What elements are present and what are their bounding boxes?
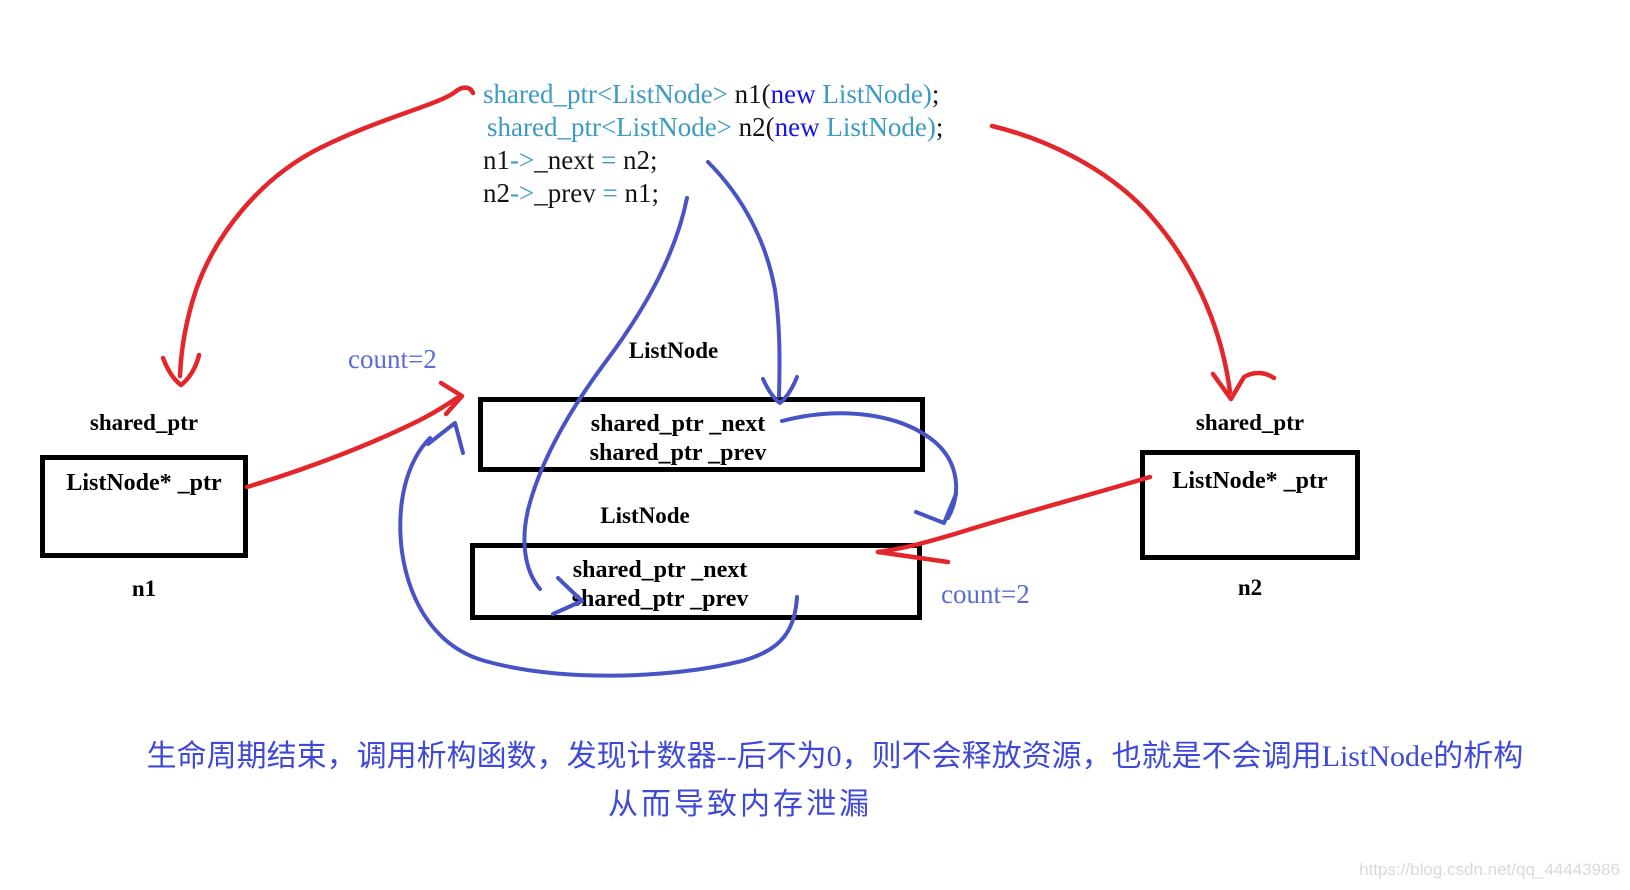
red-arrow-n2ptr-to-listnode-bottom bbox=[875, 474, 1153, 555]
blue-arrow-code-to-prev bbox=[522, 196, 689, 591]
code-segment: _next bbox=[534, 145, 595, 175]
code-segment: shared_ptr<ListNode> bbox=[487, 112, 732, 142]
code-segment: shared_ptr<ListNode> bbox=[483, 79, 728, 109]
code-segment: _prev bbox=[534, 178, 596, 208]
n1-name-label: n1 bbox=[131, 576, 157, 601]
red-arrow-code-to-n2 bbox=[989, 123, 1233, 395]
red-arrowhead-n2 bbox=[1210, 370, 1277, 402]
caption-line1: 生命周期结束，调用析构函数，发现计数器--后不为0，则不会释放资源，也就是不会调… bbox=[146, 740, 1524, 773]
code-block: shared_ptr<ListNode> n1(new ListNode);sh… bbox=[483, 78, 943, 210]
code-segment: = bbox=[595, 178, 625, 208]
blue-arrowhead-listnode-bottom-right bbox=[914, 492, 958, 525]
code-segment: ; bbox=[931, 79, 940, 109]
code-line: shared_ptr<ListNode> n2(new ListNode); bbox=[487, 111, 943, 144]
code-segment: n2; bbox=[622, 145, 658, 175]
listnode-bottom-title: ListNode bbox=[600, 503, 690, 528]
n1-sharedptr-box bbox=[40, 455, 248, 558]
code-segment: ; bbox=[935, 112, 944, 142]
red-arrow-n1ptr-to-listnode-top bbox=[244, 395, 460, 490]
n1-ptr-field: ListNode* _ptr bbox=[66, 470, 222, 496]
code-segment: n2( bbox=[731, 112, 775, 142]
code-segment: n1( bbox=[727, 79, 771, 109]
code-segment: new bbox=[774, 112, 820, 142]
red-arrow-code-to-n1 bbox=[177, 85, 476, 379]
code-segment: n2 bbox=[483, 178, 510, 208]
code-segment: n1; bbox=[624, 178, 659, 208]
code-segment: ListNode) bbox=[819, 112, 936, 142]
red-arrowhead-n1 bbox=[160, 352, 202, 388]
code-segment: -> bbox=[510, 145, 535, 175]
n2-name-label: n2 bbox=[1237, 575, 1263, 600]
n2-sharedptr-box bbox=[1140, 450, 1360, 560]
listnode-bottom-prev-field: shared_ptr _prev bbox=[571, 586, 749, 612]
watermark-url: https://blog.csdn.net/qq_44443986 bbox=[1359, 860, 1620, 879]
code-segment: -> bbox=[510, 178, 535, 208]
code-line: n1->_next = n2; bbox=[483, 144, 943, 177]
n2-ptr-field: ListNode* _ptr bbox=[1172, 468, 1328, 494]
blue-arrowhead-listnode-top-left bbox=[426, 421, 465, 455]
code-line: shared_ptr<ListNode> n1(new ListNode); bbox=[483, 78, 943, 111]
listnode-top-next-field: shared_ptr _next bbox=[590, 411, 766, 437]
caption-line2: 从而导致内存泄漏 bbox=[608, 788, 872, 821]
code-line: n2->_prev = n1; bbox=[483, 177, 943, 210]
code-segment: ListNode) bbox=[815, 79, 932, 109]
listnode-top-title: ListNode bbox=[628, 338, 719, 363]
n1-sharedptr-label: shared_ptr bbox=[89, 410, 199, 435]
count-annotation-left: count=2 bbox=[348, 344, 437, 374]
code-segment: = bbox=[594, 145, 623, 175]
code-segment: n1 bbox=[483, 145, 510, 175]
code-segment: new bbox=[770, 79, 816, 109]
listnode-bottom-next-field: shared_ptr _next bbox=[572, 557, 748, 583]
count-annotation-right: count=2 bbox=[941, 579, 1030, 609]
red-arrowhead-listnode-top bbox=[438, 380, 465, 417]
listnode-top-prev-field: shared_ptr _prev bbox=[589, 440, 767, 466]
n2-sharedptr-label: shared_ptr bbox=[1195, 410, 1305, 435]
